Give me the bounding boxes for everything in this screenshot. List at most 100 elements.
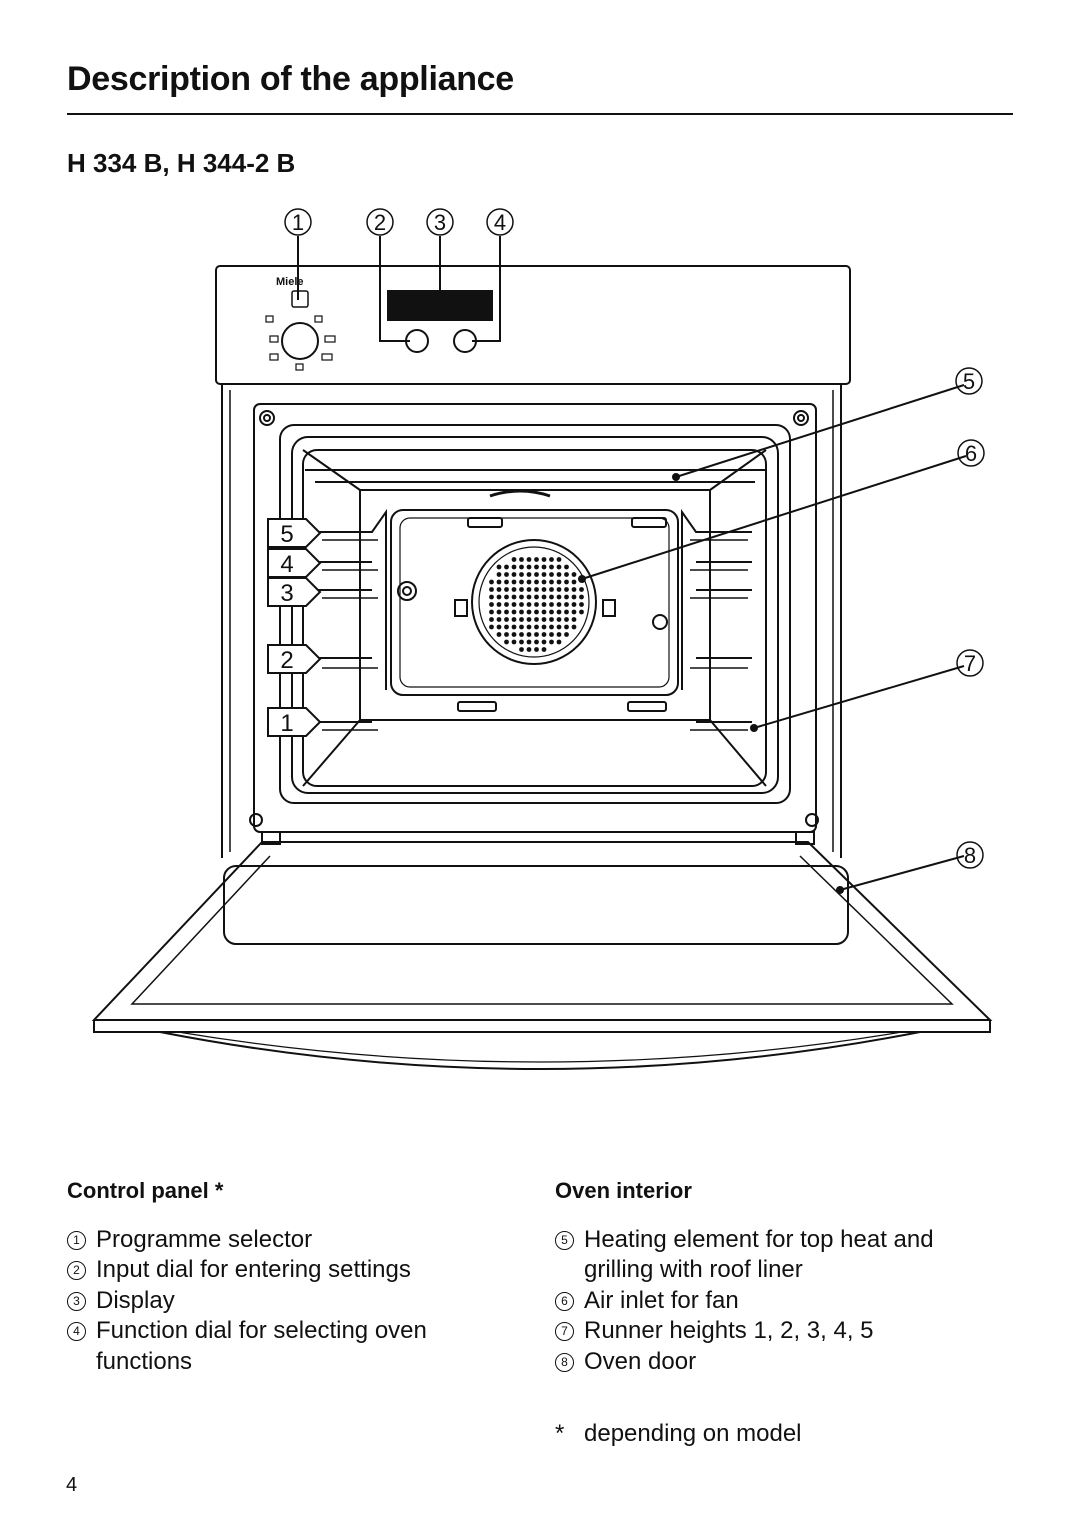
- fan-hole: [571, 594, 577, 600]
- fan-hole: [541, 624, 547, 630]
- fan-hole: [504, 617, 509, 622]
- fan-hole: [534, 632, 539, 637]
- page-title: Description of the appliance: [67, 60, 514, 98]
- brand-logo: Miele: [276, 276, 304, 288]
- fan-hole: [526, 572, 532, 577]
- fan-hole: [564, 609, 569, 615]
- fan-hole: [504, 632, 509, 637]
- fan-hole: [534, 594, 539, 600]
- fan-hole: [519, 579, 524, 585]
- control-panel: [215, 265, 851, 385]
- fan-hole: [556, 564, 562, 570]
- fan-hole: [519, 602, 524, 607]
- fan-hole: [519, 647, 524, 652]
- callout-1: 1: [292, 210, 304, 235]
- fan-hole: [541, 609, 547, 615]
- fan-hole: [564, 632, 569, 637]
- fan-hole: [496, 594, 502, 600]
- fan-hole: [549, 587, 554, 592]
- fan-hole: [541, 647, 547, 652]
- fan-hole: [526, 624, 532, 630]
- fan-hole: [541, 594, 547, 600]
- fan-hole: [556, 632, 562, 637]
- fan-hole: [541, 587, 547, 592]
- display: [387, 290, 493, 321]
- title-divider: [67, 113, 1013, 115]
- fan-hole: [511, 639, 517, 645]
- callout-3: 3: [434, 210, 446, 235]
- fan-hole: [564, 602, 569, 607]
- fan-hole: [571, 587, 577, 592]
- control-panel-heading: Control panel *: [67, 1178, 224, 1203]
- fan-hole: [526, 587, 532, 592]
- fan-hole: [519, 632, 524, 637]
- fan-hole: [534, 579, 539, 585]
- fan-hole: [549, 557, 554, 562]
- fan-cover: [471, 539, 597, 665]
- callout-5: 5: [963, 369, 975, 394]
- fan-hole: [571, 602, 577, 607]
- fan-hole: [564, 564, 569, 570]
- fan-hole: [504, 594, 509, 600]
- fan-hole: [489, 594, 494, 600]
- fan-hole: [556, 602, 562, 607]
- runner-level-5: 5: [280, 521, 293, 548]
- fan-hole: [489, 624, 494, 630]
- fan-hole: [504, 639, 509, 645]
- fan-hole: [579, 594, 584, 600]
- callout-7: 7: [964, 651, 976, 676]
- fan-hole: [571, 609, 577, 615]
- top-heating-element: [305, 469, 765, 483]
- fan-hole: [511, 609, 517, 615]
- fan-hole: [534, 557, 539, 562]
- programme-selector-knob: [281, 322, 319, 360]
- fan-hole: [534, 639, 539, 645]
- fan-hole: [549, 564, 554, 570]
- fan-hole: [496, 579, 502, 585]
- fan-hole: [496, 624, 502, 630]
- fan-hole: [564, 587, 569, 592]
- fan-hole: [526, 579, 532, 585]
- fan-hole: [496, 609, 502, 615]
- fan-hole: [504, 579, 509, 585]
- fan-hole: [519, 572, 524, 577]
- fan-hole: [549, 594, 554, 600]
- fan-hole: [556, 579, 562, 585]
- fan-hole: [511, 579, 517, 585]
- fan-hole: [556, 557, 562, 562]
- fan-hole: [549, 632, 554, 637]
- fan-hole: [526, 602, 532, 607]
- fan-hole: [564, 624, 569, 630]
- fan-hole: [541, 632, 547, 637]
- fan-hole: [579, 587, 584, 592]
- fan-hole: [511, 557, 517, 562]
- fan-hole: [541, 617, 547, 622]
- callout-8: 8: [964, 843, 976, 868]
- fan-hole: [519, 594, 524, 600]
- fan-hole: [511, 587, 517, 592]
- fan-hole: [519, 564, 524, 570]
- oven-frame: [221, 384, 842, 858]
- callout-2: 2: [374, 210, 386, 235]
- fan-hole: [534, 624, 539, 630]
- fan-hole: [541, 602, 547, 607]
- left-runners: [318, 508, 387, 731]
- fan-hole: [556, 617, 562, 622]
- fan-hole: [504, 564, 509, 570]
- fan-hole: [526, 647, 532, 652]
- fan-hole: [556, 587, 562, 592]
- fan-hole: [534, 602, 539, 607]
- back-panel: [390, 509, 679, 696]
- fan-hole: [549, 572, 554, 577]
- fan-hole: [534, 587, 539, 592]
- fan-hole: [541, 564, 547, 570]
- fan-hole: [549, 602, 554, 607]
- fan-hole: [496, 572, 502, 577]
- fan-hole: [549, 579, 554, 585]
